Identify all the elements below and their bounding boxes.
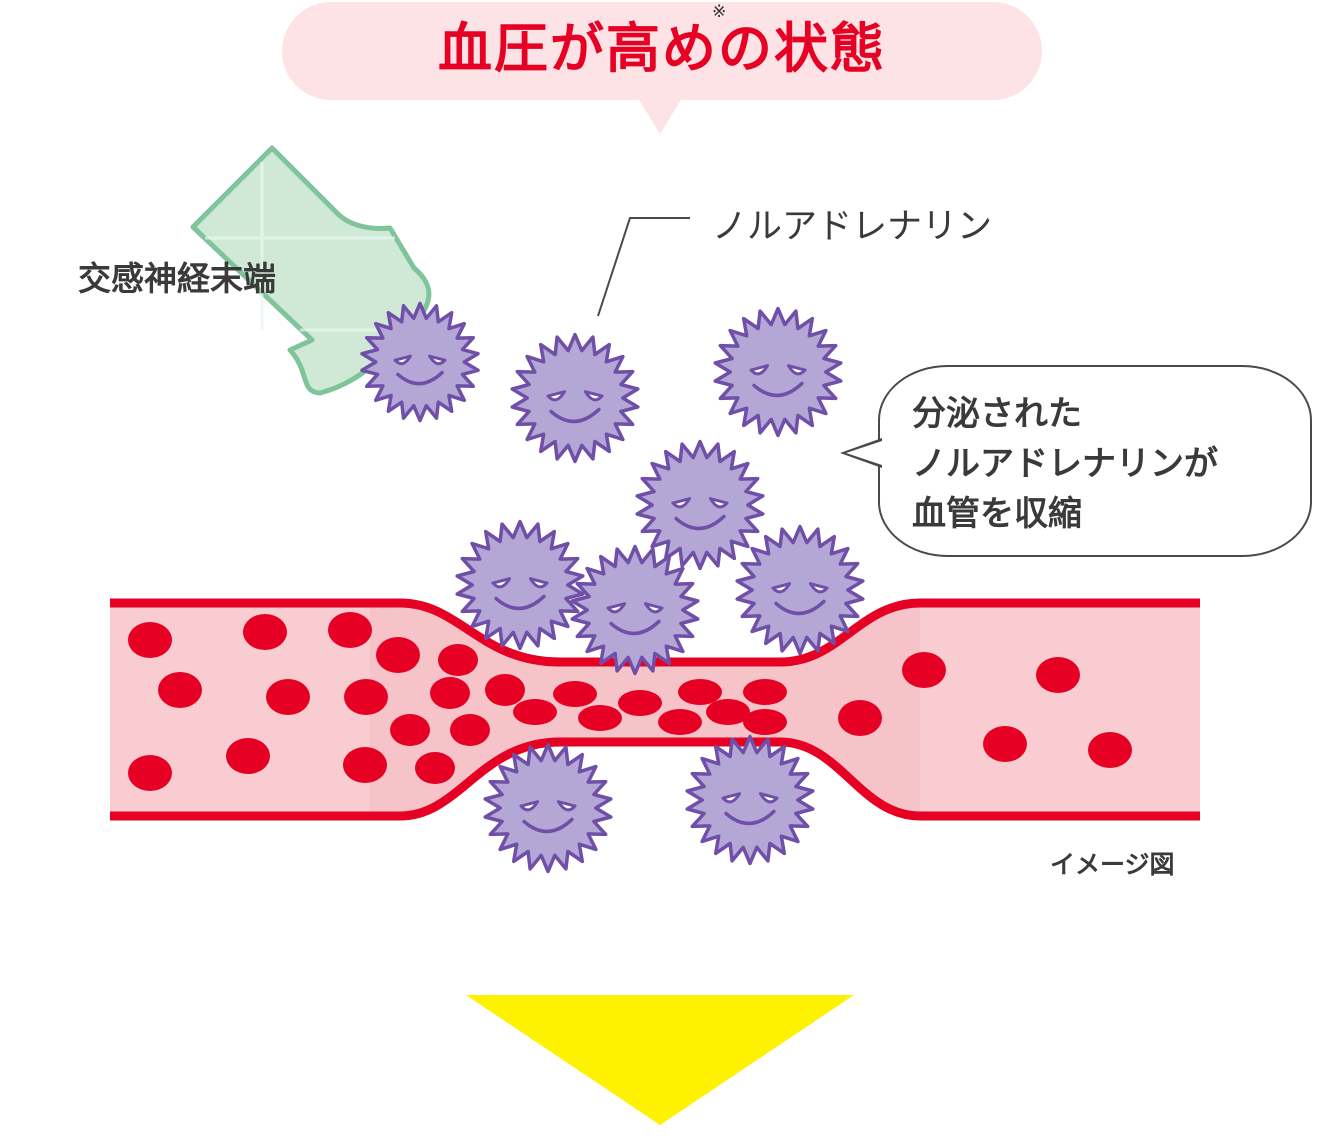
blood-cell [1036,657,1080,693]
blood-cell [266,679,310,715]
blood-cell [1088,732,1132,768]
speech-bubble-line-1: 分泌された [912,394,1082,434]
blood-cell [743,679,787,705]
noradrenaline-molecule [360,301,480,423]
blood-cell [553,681,597,707]
speech-bubble-tail-fill [846,441,882,465]
noradrenaline-molecule [713,306,843,438]
blood-cell [128,755,172,791]
noradrenaline-molecule [735,524,865,656]
blood-cell [343,747,387,783]
blood-cell [438,644,478,676]
blood-cells [128,612,1132,791]
blood-cell [658,709,702,735]
blood-cell [838,700,882,736]
blood-cell [328,612,372,648]
blood-cell [618,690,662,716]
image-note-label: イメージ図 [1050,850,1175,879]
blood-cell [344,679,388,715]
speech-bubble-line-3: 血管を収縮 [912,494,1082,534]
blood-cell [376,637,420,673]
blood-cell [678,679,722,705]
vessel-wall-top [110,598,1200,667]
title-footnote-mark: ※ [712,2,727,22]
down-arrow-icon [466,995,854,1125]
blood-cell [743,709,787,735]
blood-cell [390,714,430,746]
blood-cell [415,752,455,784]
noradrenaline-label: ノルアドレナリン [712,207,993,247]
blood-cell [450,714,490,746]
blood-cell [578,705,622,731]
blood-cell [983,726,1027,762]
blood-cell [485,674,525,706]
noradrenaline-molecule [570,544,700,676]
blood-cell [706,699,750,725]
title-banner-pointer [638,98,682,134]
noradrenaline-molecule [455,519,585,651]
vessel-wall-bottom [110,737,1200,821]
page-title: 血圧が高めの状態 [438,17,886,80]
speech-bubble-line-2: ノルアドレナリンが [912,444,1218,484]
blood-cell [430,677,470,709]
nerve-ending-label: 交感神経末端 [78,259,276,298]
noradrenaline-molecule [685,734,815,866]
title-banner [282,2,1042,100]
blood-cell [243,614,287,650]
blood-cell [128,622,172,658]
blood-cell [902,652,946,688]
blood-cell [226,738,270,774]
blood-cell [158,672,202,708]
noradrenaline-molecules [360,301,865,874]
noradrenaline-molecule [635,439,765,571]
noradrenaline-molecule [510,332,640,464]
speech-bubble-text: 分泌された ノルアドレナリンが 血管を収縮 [912,389,1218,539]
noradrenaline-molecule [483,742,613,874]
noradrenaline-leader-line [597,217,690,317]
blood-cell [513,699,557,725]
